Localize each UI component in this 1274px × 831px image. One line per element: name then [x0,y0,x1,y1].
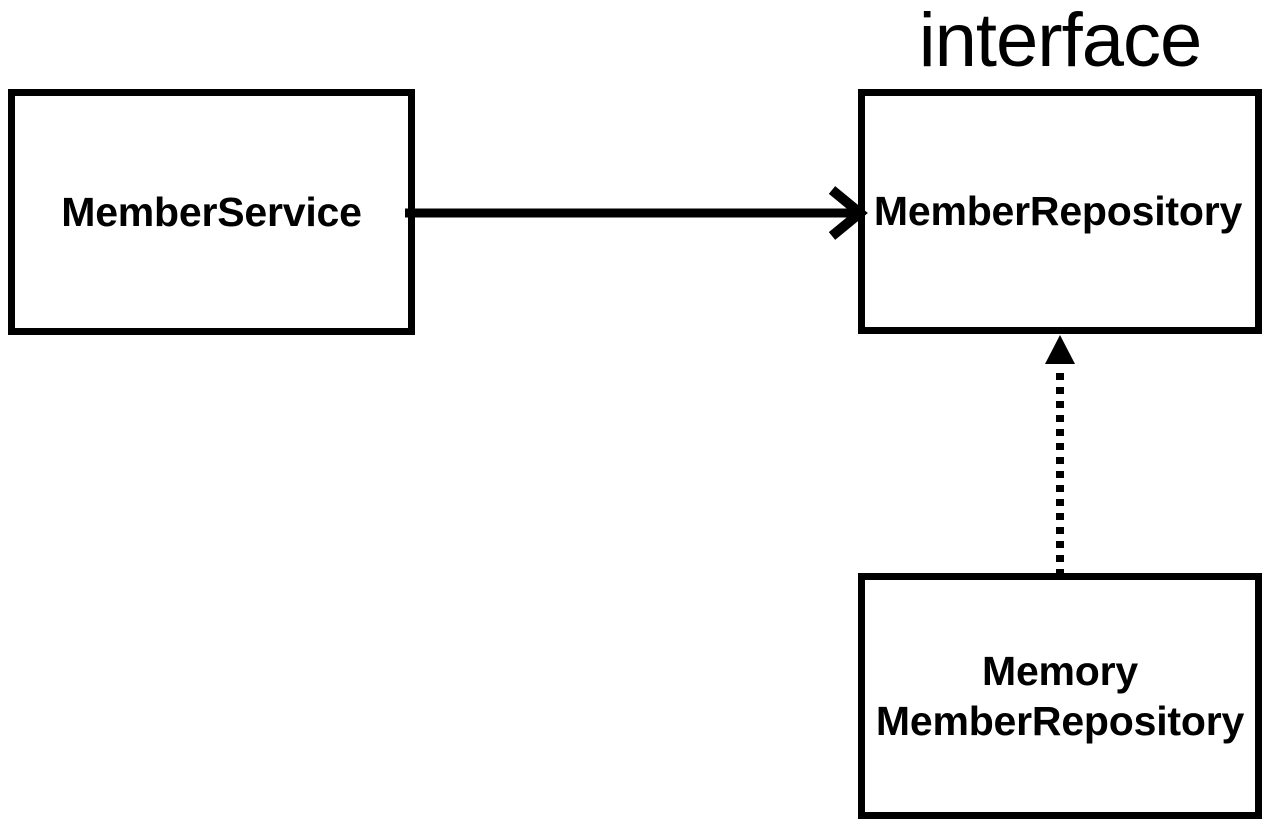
realization-arrow-memory-member-repository-to-member-repository [1045,335,1075,576]
class-label-member-service: MemberService [61,188,362,235]
dependency-arrow-head [828,186,868,240]
interface-label-member-repository: MemberRepository [873,188,1243,235]
class-box-member-service[interactable]: MemberService [8,89,415,335]
class-box-memory-member-repository[interactable]: Memory MemberRepository [858,573,1262,819]
interface-stereotype-label: interface [918,0,1203,83]
realization-arrow-head [1045,335,1075,364]
class-label-memory-member-repository: Memory MemberRepository [875,647,1245,744]
dependency-arrow-member-service-to-member-repository [405,186,868,240]
interface-box-member-repository[interactable]: MemberRepository [858,89,1262,334]
